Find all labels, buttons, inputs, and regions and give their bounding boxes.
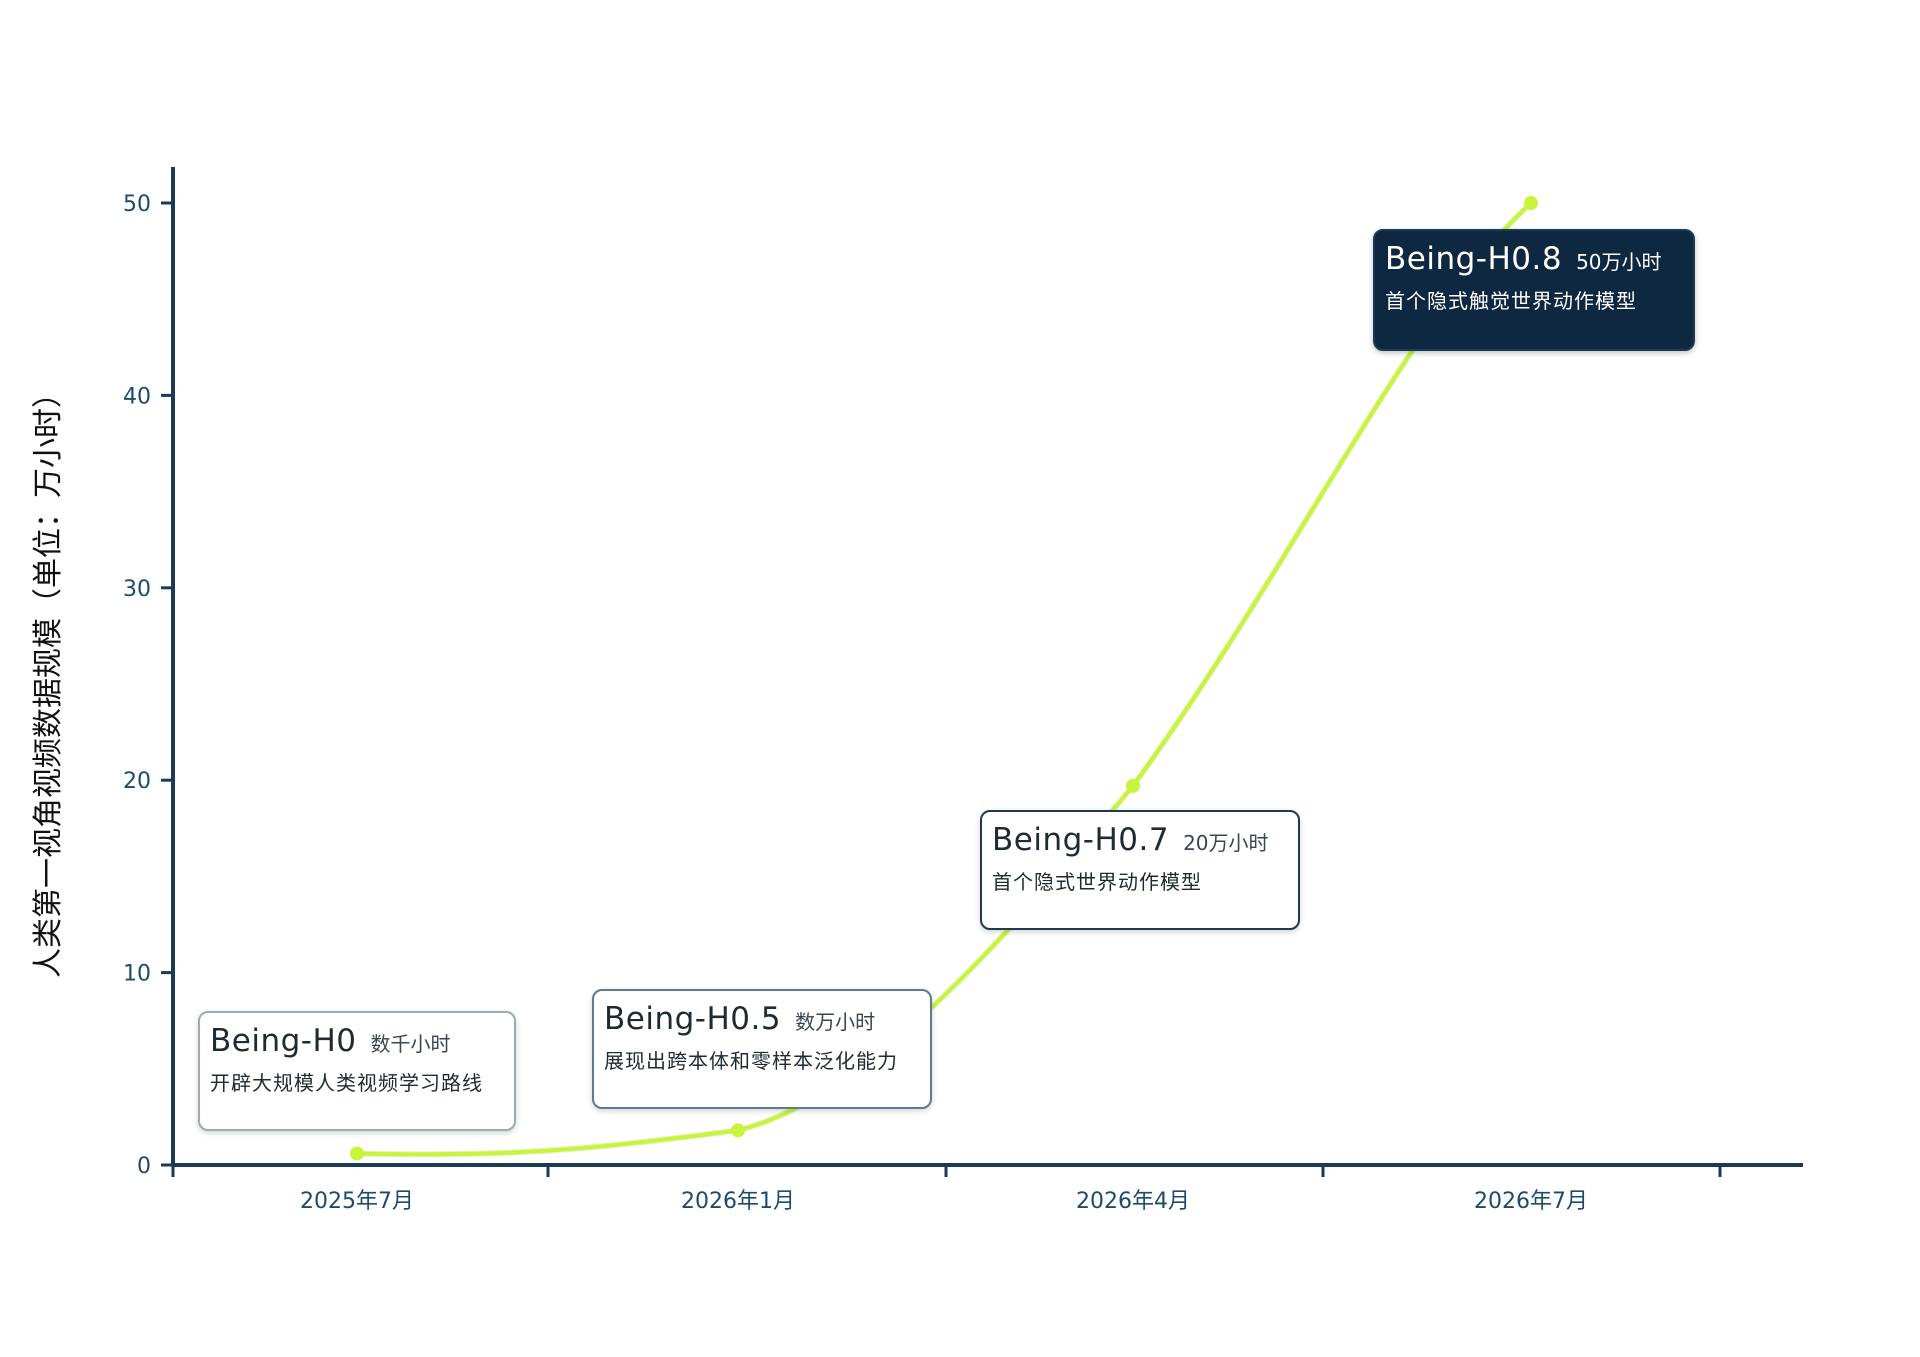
x-tick-label: 2026年7月 <box>1474 1189 1588 1214</box>
axes <box>171 167 1803 1177</box>
callout-desc: 首个隐式触觉世界动作模型 <box>1385 289 1637 313</box>
callout-model: Being-H0.7 <box>992 822 1170 858</box>
callout-scale: 数万小时 <box>795 1010 876 1034</box>
callout-model: Being-H0.8 <box>1385 241 1563 277</box>
callout-model: Being-H0 <box>210 1023 357 1059</box>
callout-being-h08: Being-H0.8 50万小时 首个隐式触觉世界动作模型 <box>1373 229 1695 351</box>
x-tick-label: 2025年7月 <box>300 1189 414 1214</box>
callout-being-h0: Being-H0 数千小时 开辟大规模人类视频学习路线 <box>198 1011 516 1131</box>
y-tick-label: 10 <box>123 962 151 987</box>
x-tick-labels: 2025年7月 2026年1月 2026年4月 2026年7月 <box>300 1189 1588 1214</box>
callout-desc: 展现出跨本体和零样本泛化能力 <box>604 1049 898 1073</box>
data-point <box>1524 196 1538 210</box>
callout-desc: 开辟大规模人类视频学习路线 <box>210 1071 483 1095</box>
data-point <box>731 1123 745 1138</box>
y-tick-label: 20 <box>123 769 151 794</box>
y-tick-label: 0 <box>137 1154 151 1179</box>
callout-being-h07: Being-H0.7 20万小时 首个隐式世界动作模型 <box>980 810 1300 930</box>
y-tick-label: 40 <box>123 384 151 409</box>
data-point <box>350 1146 364 1161</box>
callout-desc: 首个隐式世界动作模型 <box>992 870 1202 894</box>
callout-scale: 20万小时 <box>1183 831 1269 855</box>
callout-model: Being-H0.5 <box>604 1001 782 1037</box>
callout-scale: 50万小时 <box>1576 250 1662 274</box>
y-tick-label: 50 <box>123 192 151 217</box>
y-tick-label: 30 <box>123 577 151 602</box>
x-tick-label: 2026年4月 <box>1076 1189 1190 1214</box>
callout-being-h05: Being-H0.5 数万小时 展现出跨本体和零样本泛化能力 <box>592 989 932 1109</box>
y-axis-title: 人类第一视角视频数据规模（单位：万小时） <box>31 378 66 978</box>
x-tick-label: 2026年1月 <box>681 1189 795 1214</box>
callout-scale: 数千小时 <box>370 1032 451 1056</box>
series-line <box>350 196 1538 1161</box>
series-line-path <box>355 201 1533 1157</box>
series-line-shadow <box>356 200 1534 1158</box>
y-ticks: 0 10 20 30 40 50 <box>123 192 173 1179</box>
data-point <box>1126 778 1140 793</box>
